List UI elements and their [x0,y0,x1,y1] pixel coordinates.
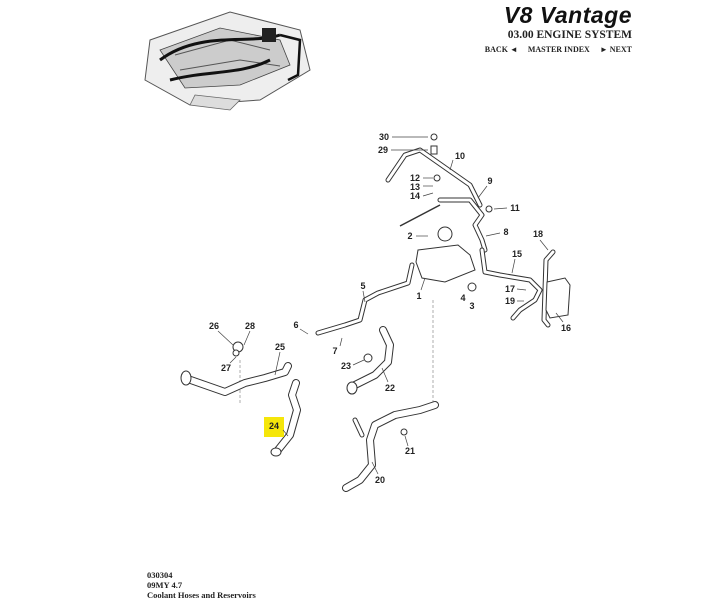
callout-8[interactable]: 8 [503,227,508,237]
diagram-title: Coolant Hoses and Reservoirs [147,590,256,600]
callout-19[interactable]: 19 [505,296,515,306]
tank-cap [437,226,453,242]
callout-17[interactable]: 17 [505,284,515,294]
callout-12[interactable]: 12 [410,173,420,183]
callout-16[interactable]: 16 [561,323,571,333]
callout-5[interactable]: 5 [360,281,365,291]
callout-13[interactable]: 13 [410,182,420,192]
callout-1[interactable]: 1 [416,291,421,301]
callout-7[interactable]: 7 [332,346,337,356]
callout-22[interactable]: 22 [385,383,395,393]
callout-11[interactable]: 11 [510,203,520,213]
section-title: 03.00 ENGINE SYSTEM [507,29,632,41]
callout-27[interactable]: 27 [221,363,231,373]
callout-23[interactable]: 23 [341,361,351,371]
model-year: 09MY 4.7 [147,580,183,590]
callout-15[interactable]: 15 [512,249,522,259]
master-index-link[interactable]: MASTER INDEX [527,45,590,54]
expansion-tank [415,244,476,283]
callout-25[interactable]: 25 [275,342,285,352]
engine-thumbnail [144,11,311,111]
brand-title: V8 Vantage [503,2,632,28]
callout-4[interactable]: 4 [460,293,465,303]
diagram-code: 030304 [147,570,173,580]
callout-14[interactable]: 14 [410,191,420,201]
callout-10[interactable]: 10 [455,151,465,161]
callout-29[interactable]: 29 [378,145,388,155]
callout-21[interactable]: 21 [405,446,415,456]
callout-3[interactable]: 3 [469,301,474,311]
callout-30[interactable]: 30 [379,132,389,142]
next-link[interactable]: ► NEXT [599,45,632,54]
callout-9[interactable]: 9 [487,176,492,186]
callout-6[interactable]: 6 [293,320,298,330]
reservoir-16 [545,277,571,319]
callout-2[interactable]: 2 [407,231,412,241]
callout-18[interactable]: 18 [533,229,543,239]
back-link[interactable]: BACK ◄ [484,45,518,54]
callout-28[interactable]: 28 [245,321,255,331]
footer: 030304 09MY 4.7 Coolant Hoses and Reserv… [147,570,256,600]
callout-24[interactable]: 24 [269,421,279,431]
callout-20[interactable]: 20 [375,475,385,485]
callouts: 30 29 10 12 13 14 9 11 8 2 18 15 1 4 3 1… [209,132,571,485]
navigation: BACK ◄ MASTER INDEX ► NEXT [485,45,632,54]
callout-26[interactable]: 26 [209,321,219,331]
highlight-24 [264,417,284,437]
